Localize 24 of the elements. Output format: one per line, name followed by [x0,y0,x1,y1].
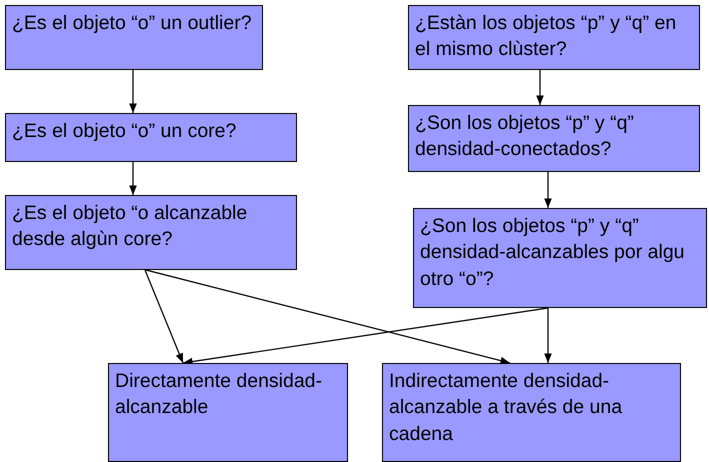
box-text: Directamente densidad-alcanzable [115,369,324,420]
box-text: ¿Estàn los objetos “p” y “q” en el mismo clùster? [415,11,678,62]
arrow [536,70,544,105]
process-box [5,195,297,270]
box-text: ¿Es el objeto “o” un core? [12,119,238,144]
box-text: ¿Es el objeto “o” un outlier? [12,11,253,36]
box-text: Indirectamente densidad-alcanzable a través de una cadena [389,369,624,447]
arrow [144,270,184,364]
box-text: ¿Es el objeto “o alcanzable desde algùn core? [12,201,248,252]
arrow [129,162,137,195]
process-box [408,5,700,70]
process-box [108,363,348,462]
arrow [544,308,552,363]
arrow [146,269,510,364]
arrow [544,172,552,208]
process-box [413,208,707,308]
process-box [5,5,263,70]
process-box [382,363,681,462]
process-box [408,105,700,172]
arrow [129,70,137,113]
box-text: ¿Son los objetos “p” y “q” densidad-conectados? [415,111,635,162]
process-box [5,113,297,162]
box-text: ¿Son los objetos “p” y “q” densidad-alcanzables por algu otro “o”? [420,214,686,292]
arrow [182,307,548,366]
